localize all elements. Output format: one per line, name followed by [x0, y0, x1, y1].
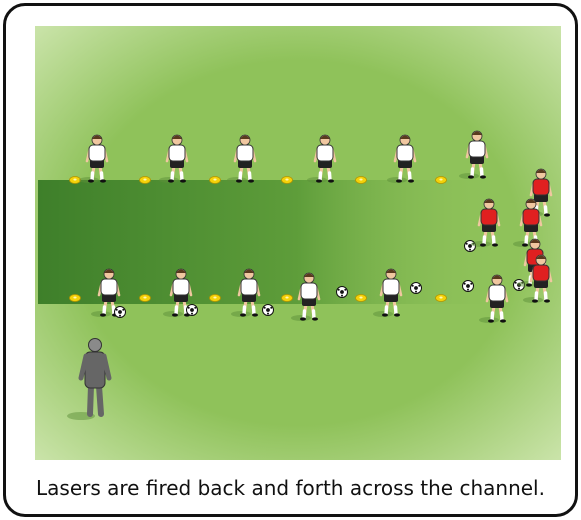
cone-icon [436, 295, 447, 302]
soccer-ball-icon [115, 307, 126, 318]
cone-icon [140, 295, 151, 302]
cone-icon [70, 295, 81, 302]
soccer-ball-icon [411, 283, 422, 294]
practice-field [35, 26, 561, 460]
caption: Lasers are fired back and forth across t… [6, 474, 575, 502]
cone-icon [140, 177, 151, 184]
cone-icon [356, 295, 367, 302]
soccer-ball-icon [263, 305, 274, 316]
cone-icon [210, 177, 221, 184]
cone-icon [70, 177, 81, 184]
soccer-ball-icon [463, 281, 474, 292]
cone-icon [282, 177, 293, 184]
diagram-frame: Lasers are fired back and forth across t… [3, 3, 578, 517]
cone-icon [282, 295, 293, 302]
soccer-ball-icon [187, 305, 198, 316]
soccer-ball-icon [337, 287, 348, 298]
cone-icon [210, 295, 221, 302]
cone-icon [356, 177, 367, 184]
cone-icon [436, 177, 447, 184]
pitch-svg [35, 26, 561, 460]
